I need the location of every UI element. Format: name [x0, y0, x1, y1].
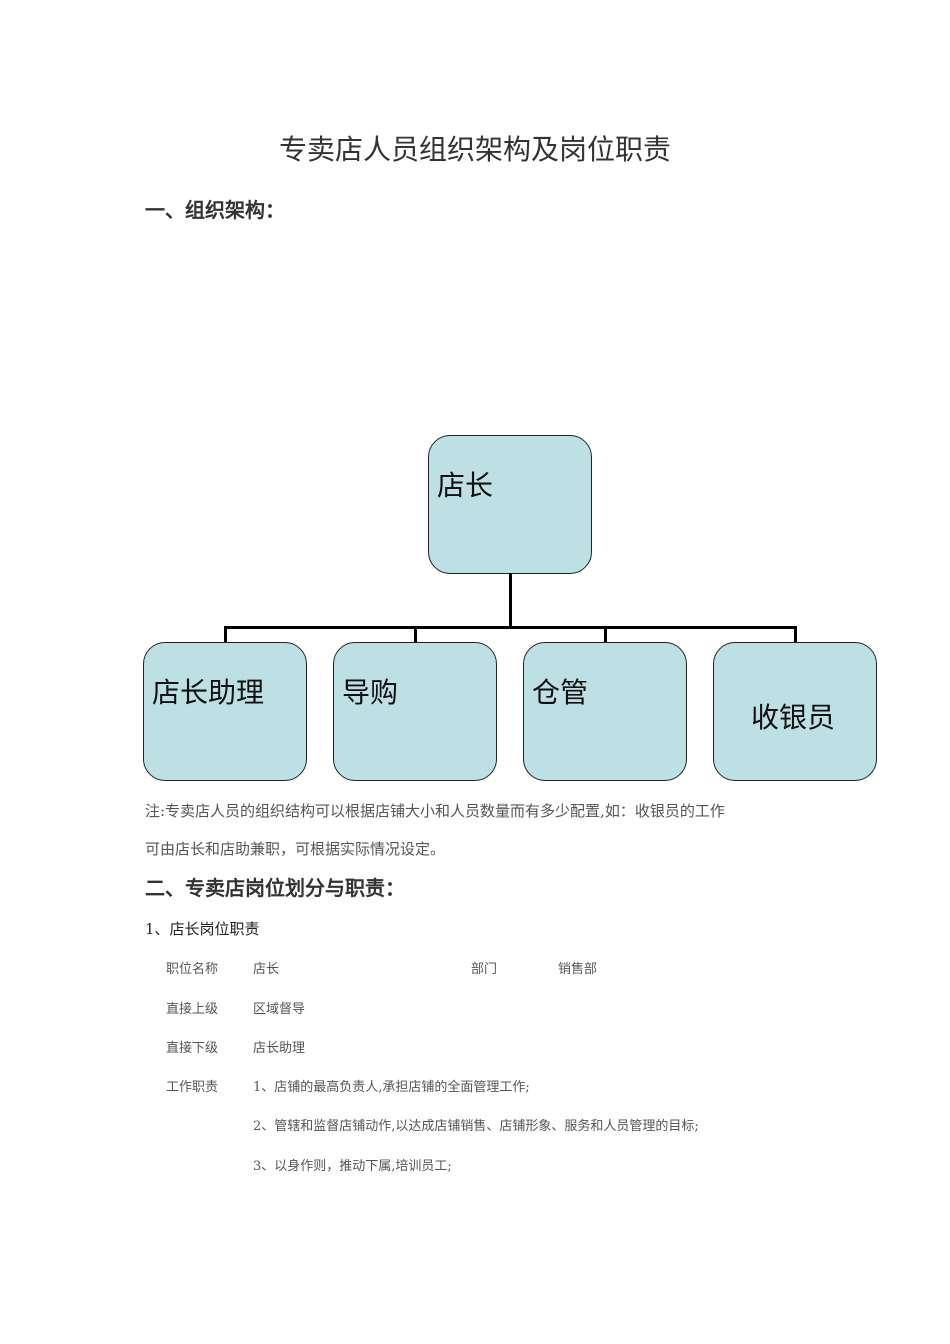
org-box-warehouse: 仓管	[523, 642, 687, 781]
org-connector-drop	[414, 626, 417, 643]
org-box-shopping-guide: 导购	[333, 642, 497, 781]
pos-label: 职位名称	[166, 962, 219, 977]
subordinate-value: 店长助理	[253, 1041, 306, 1056]
subordinate-label: 直接下级	[166, 1041, 219, 1056]
org-box-label: 导购	[342, 676, 399, 709]
duty-item: 3、以身作则，推动下属,培训员工;	[253, 1159, 452, 1174]
note-line: 可由店长和店助兼职，可根据实际情况设定。	[145, 840, 446, 858]
org-box-label: 店长助理	[152, 676, 265, 709]
org-connector-drop	[224, 626, 227, 643]
org-box-label: 收银员	[751, 701, 836, 734]
note-line: 注:专卖店人员的组织结构可以根据店铺大小和人员数量而有多少配置,如：收银员的工作	[145, 802, 725, 820]
org-connector-drop	[604, 626, 607, 643]
org-box-label: 仓管	[532, 676, 589, 709]
org-box-assistant-manager: 店长助理	[143, 642, 307, 781]
page-title: 专卖店人员组织架构及岗位职责	[278, 133, 671, 166]
pos-value: 店长	[253, 962, 280, 977]
subsection-heading: 1、店长岗位职责	[145, 920, 260, 938]
org-box-label: 店长	[437, 469, 494, 502]
duty-item: 2、管辖和监督店铺动作,以达成店铺销售、店铺形象、服务和人员管理的目标;	[253, 1119, 699, 1134]
org-connector-horizontal	[224, 626, 796, 629]
section-heading-positions: 二、专卖店岗位划分与职责：	[145, 876, 405, 900]
duty-label: 工作职责	[166, 1080, 219, 1095]
dept-value: 销售部	[558, 962, 598, 977]
org-box-cashier: 收银员	[713, 642, 877, 781]
superior-value: 区域督导	[253, 1002, 306, 1017]
dept-label: 部门	[471, 962, 498, 977]
section-heading-org: 一、组织架构：	[145, 198, 285, 222]
org-connector-vertical	[509, 573, 512, 628]
superior-label: 直接上级	[166, 1002, 219, 1017]
duty-item: 1、店铺的最高负责人,承担店铺的全面管理工作;	[253, 1080, 530, 1095]
org-box-store-manager: 店长	[428, 435, 592, 574]
org-connector-drop	[794, 626, 797, 643]
